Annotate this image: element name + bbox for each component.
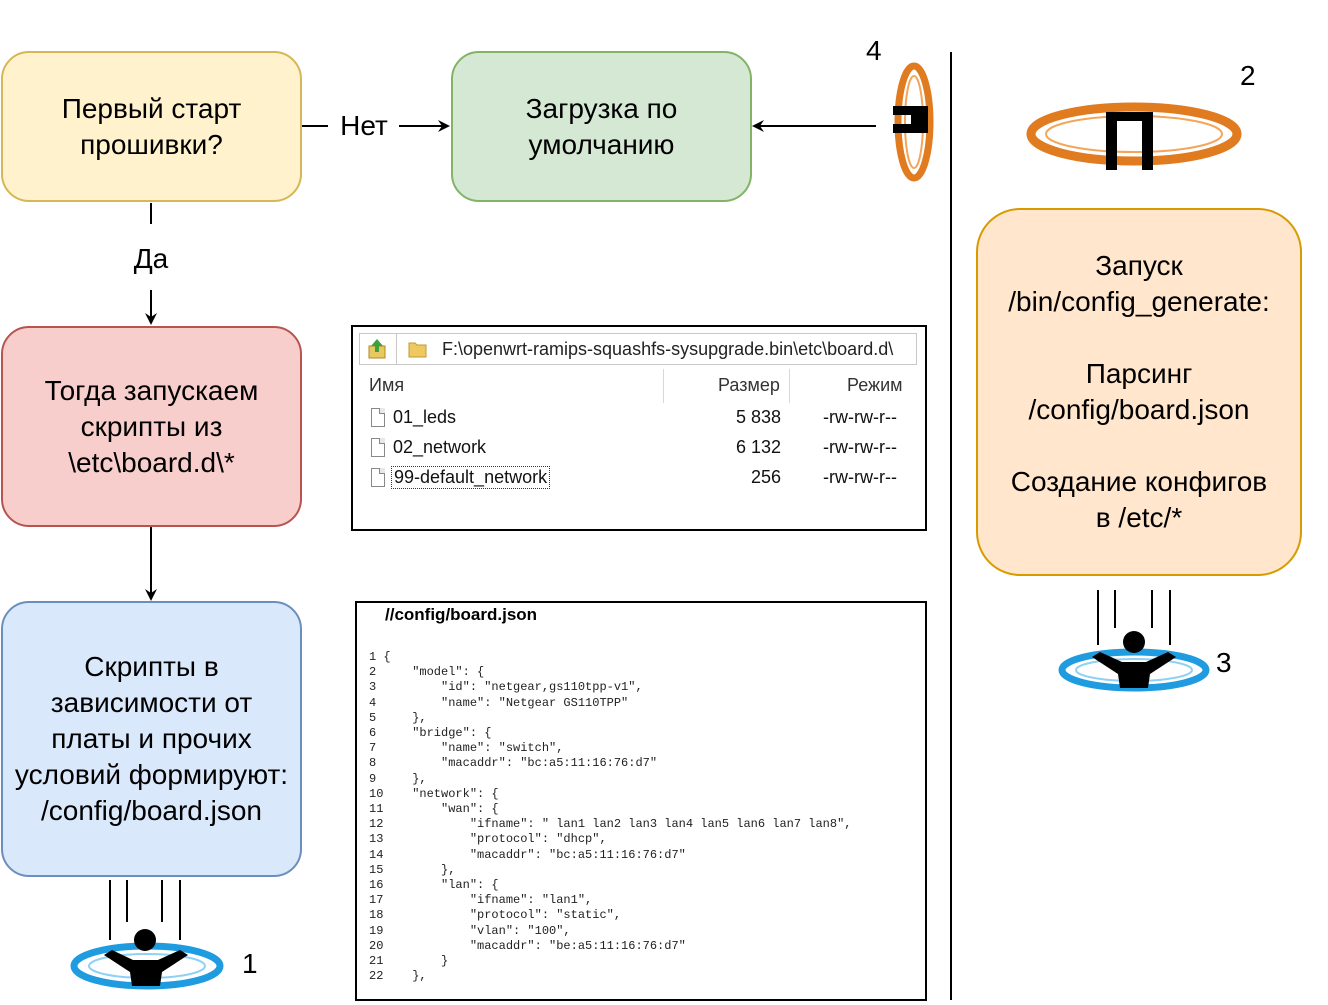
file-mode: -rw-rw-r-- — [823, 407, 897, 427]
folder-up-icon[interactable] — [367, 338, 389, 360]
file-size: 6 132 — [735, 437, 781, 457]
file-name: 02_network — [393, 437, 487, 457]
code-listing: 1 { 2 "model": { 3 "id": "netgear,gs110t… — [369, 650, 852, 984]
scripts-form-box: Скрипты в зависимости от платы и прочих … — [1, 601, 302, 877]
file-name: 99-default_network — [391, 466, 551, 489]
step-number-2: 2 — [1240, 60, 1256, 91]
file-name: 01_leds — [393, 407, 457, 427]
config-generate-box: Запуск /bin/config_generate: Парсинг /co… — [976, 208, 1302, 576]
column-separator — [789, 369, 790, 403]
blue-portal-icon-3 — [1058, 590, 1210, 692]
board-json-panel: //config/board.json 1 { 2 "model": { 3 "… — [355, 601, 927, 1001]
first-start-box: Первый старт прошивки? — [1, 51, 302, 202]
column-header-mode[interactable]: Режим — [847, 375, 903, 395]
code-title: //config/board.json — [385, 605, 538, 624]
file-mode: -rw-rw-r-- — [823, 467, 897, 487]
blue-portal-icon-1 — [70, 880, 224, 990]
run-scripts-box: Тогда запускаем скрипты из \etc\board.d\… — [1, 326, 302, 527]
orange-portal-icon-2 — [1026, 102, 1242, 170]
no-label: Нет — [340, 110, 388, 141]
step-number-4: 4 — [866, 35, 882, 66]
file-explorer-panel: F:\openwrt-ramips-squashfs-sysupgrade.bi… — [351, 325, 927, 531]
step-number-3: 3 — [1216, 647, 1232, 678]
column-separator — [663, 369, 664, 403]
vertical-divider — [950, 52, 952, 1000]
file-mode: -rw-rw-r-- — [823, 437, 897, 457]
column-header-name[interactable]: Имя — [369, 375, 405, 395]
column-header-size[interactable]: Размер — [718, 375, 780, 395]
file-icon — [371, 408, 385, 427]
yes-label: Да — [133, 243, 169, 274]
default-load-box: Загрузка по умолчанию — [451, 51, 752, 202]
step-number-1: 1 — [242, 948, 258, 979]
file-icon — [371, 438, 385, 457]
folder-icon — [408, 342, 427, 358]
address-bar[interactable]: F:\openwrt-ramips-squashfs-sysupgrade.bi… — [359, 333, 917, 365]
file-size: 256 — [750, 467, 781, 487]
file-icon — [371, 468, 385, 487]
address-path: F:\openwrt-ramips-squashfs-sysupgrade.bi… — [442, 339, 894, 359]
address-separator — [396, 334, 397, 364]
file-size: 5 838 — [735, 407, 781, 427]
orange-portal-icon-4 — [893, 62, 934, 182]
